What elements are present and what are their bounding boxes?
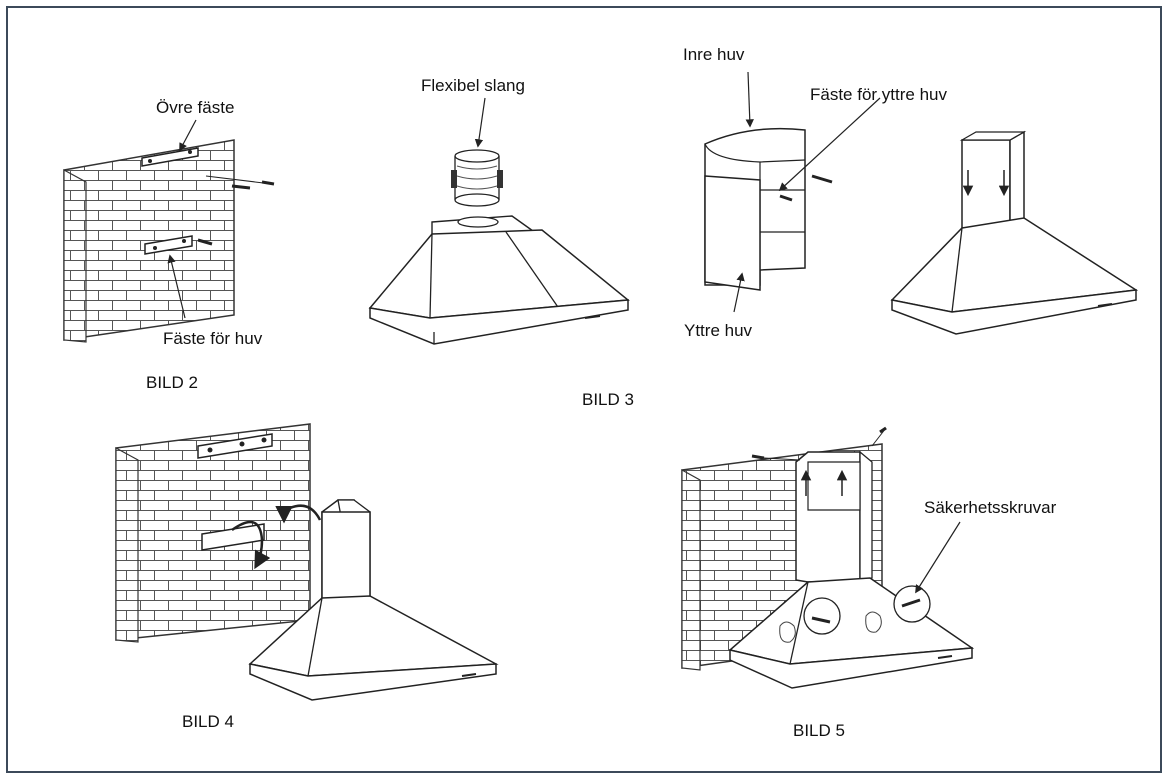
screw-icon bbox=[751, 426, 887, 461]
figure-bild-3-covers: Inre huv Fäste för yttre huv Yttre huv bbox=[683, 45, 947, 340]
label-inre-huv: Inre huv bbox=[683, 45, 745, 64]
page-frame bbox=[6, 6, 1162, 773]
screw-icon bbox=[779, 174, 833, 202]
screw-icon bbox=[197, 175, 275, 246]
rotate-arrow-icon bbox=[231, 520, 271, 570]
figure-bild-2: Övre fäste Fäste för huv BILD 2 bbox=[63, 98, 275, 392]
outer-cover bbox=[704, 175, 761, 291]
caption-bild-3: BILD 3 bbox=[582, 390, 634, 409]
label-sakerhetsskruvar: Säkerhetsskruvar bbox=[924, 498, 1057, 517]
flexible-hose bbox=[451, 149, 503, 207]
chimney-hood bbox=[728, 450, 975, 689]
hood-bracket bbox=[201, 523, 265, 551]
leader-line bbox=[167, 254, 186, 319]
chimney-hood bbox=[368, 215, 630, 345]
label-ovre-faste: Övre fäste bbox=[156, 98, 234, 117]
chimney-hood bbox=[248, 499, 499, 701]
leader-line bbox=[733, 272, 745, 313]
caption-bild-4: BILD 4 bbox=[182, 712, 234, 731]
label-faste-for-yttre-huv: Fäste för yttre huv bbox=[810, 85, 947, 104]
leader-line bbox=[474, 97, 486, 148]
leader-line bbox=[179, 119, 197, 152]
figure-bild-5: Säkerhetsskruvar BILD 5 bbox=[681, 426, 1057, 740]
label-flexibel-slang: Flexibel slang bbox=[421, 76, 525, 95]
caption-bild-5: BILD 5 bbox=[793, 721, 845, 740]
hood-bracket bbox=[144, 235, 193, 255]
leader-line bbox=[778, 97, 881, 192]
leader-line bbox=[915, 521, 961, 594]
figure-bild-4: BILD 4 bbox=[115, 423, 499, 731]
caption-bild-2: BILD 2 bbox=[146, 373, 198, 392]
upper-bracket bbox=[197, 433, 273, 459]
rotate-arrow-icon bbox=[275, 504, 322, 524]
label-yttre-huv: Yttre huv bbox=[684, 321, 753, 340]
leader-line bbox=[745, 71, 754, 128]
label-faste-for-huv: Fäste för huv bbox=[163, 329, 263, 348]
figure-bild-3-hood: Flexibel slang BILD 3 bbox=[368, 76, 634, 409]
assembled-hood bbox=[890, 130, 1139, 335]
brick-wall bbox=[63, 139, 235, 343]
detail-circle bbox=[779, 585, 931, 643]
